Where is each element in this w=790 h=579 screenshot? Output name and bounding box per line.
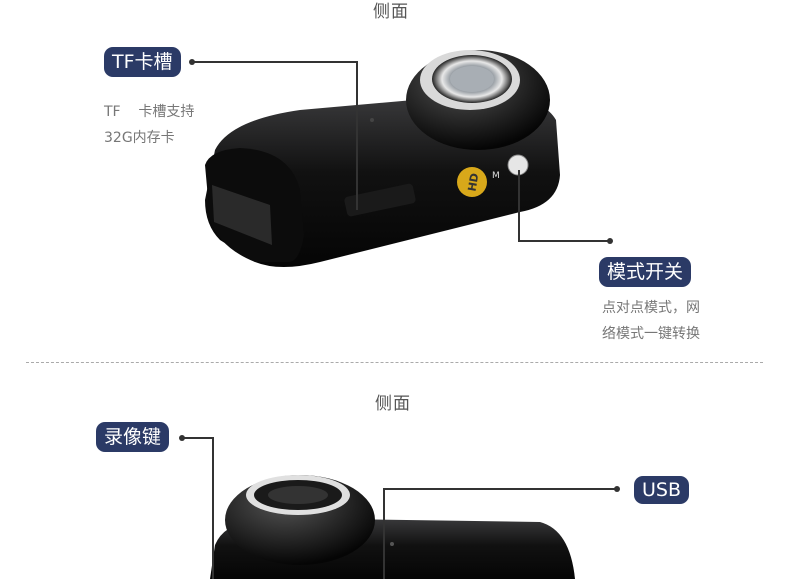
- tf-slot-desc-line1: TF 卡槽支持: [104, 104, 195, 120]
- hd-badge: [457, 167, 487, 197]
- tf-slot-cover: [212, 185, 272, 245]
- mode-switch-desc-line2: 络模式一键转换: [602, 326, 700, 342]
- leader-lines-1: [192, 61, 610, 242]
- mode-switch-desc-line1: 点对点模式，网: [602, 300, 700, 316]
- record-button-label: 录像键: [96, 422, 170, 452]
- leader-lines-2: [182, 437, 617, 579]
- tf-slot-desc-line2: 32G内存卡: [104, 130, 175, 146]
- mode-mark: M: [492, 171, 500, 181]
- section-title: 侧面: [373, 2, 409, 22]
- usb-label: USB: [634, 476, 690, 504]
- tf-slot-label: TF卡槽: [104, 47, 181, 77]
- camera-side-view: [210, 475, 575, 579]
- hd-badge-text: HD: [465, 172, 481, 192]
- section-title-2: 侧面: [375, 394, 411, 414]
- tf-slot: [344, 183, 416, 217]
- section-divider: [26, 362, 763, 363]
- camera-top-view: HD M: [205, 50, 560, 267]
- mode-switch-label: 模式开关: [599, 257, 692, 287]
